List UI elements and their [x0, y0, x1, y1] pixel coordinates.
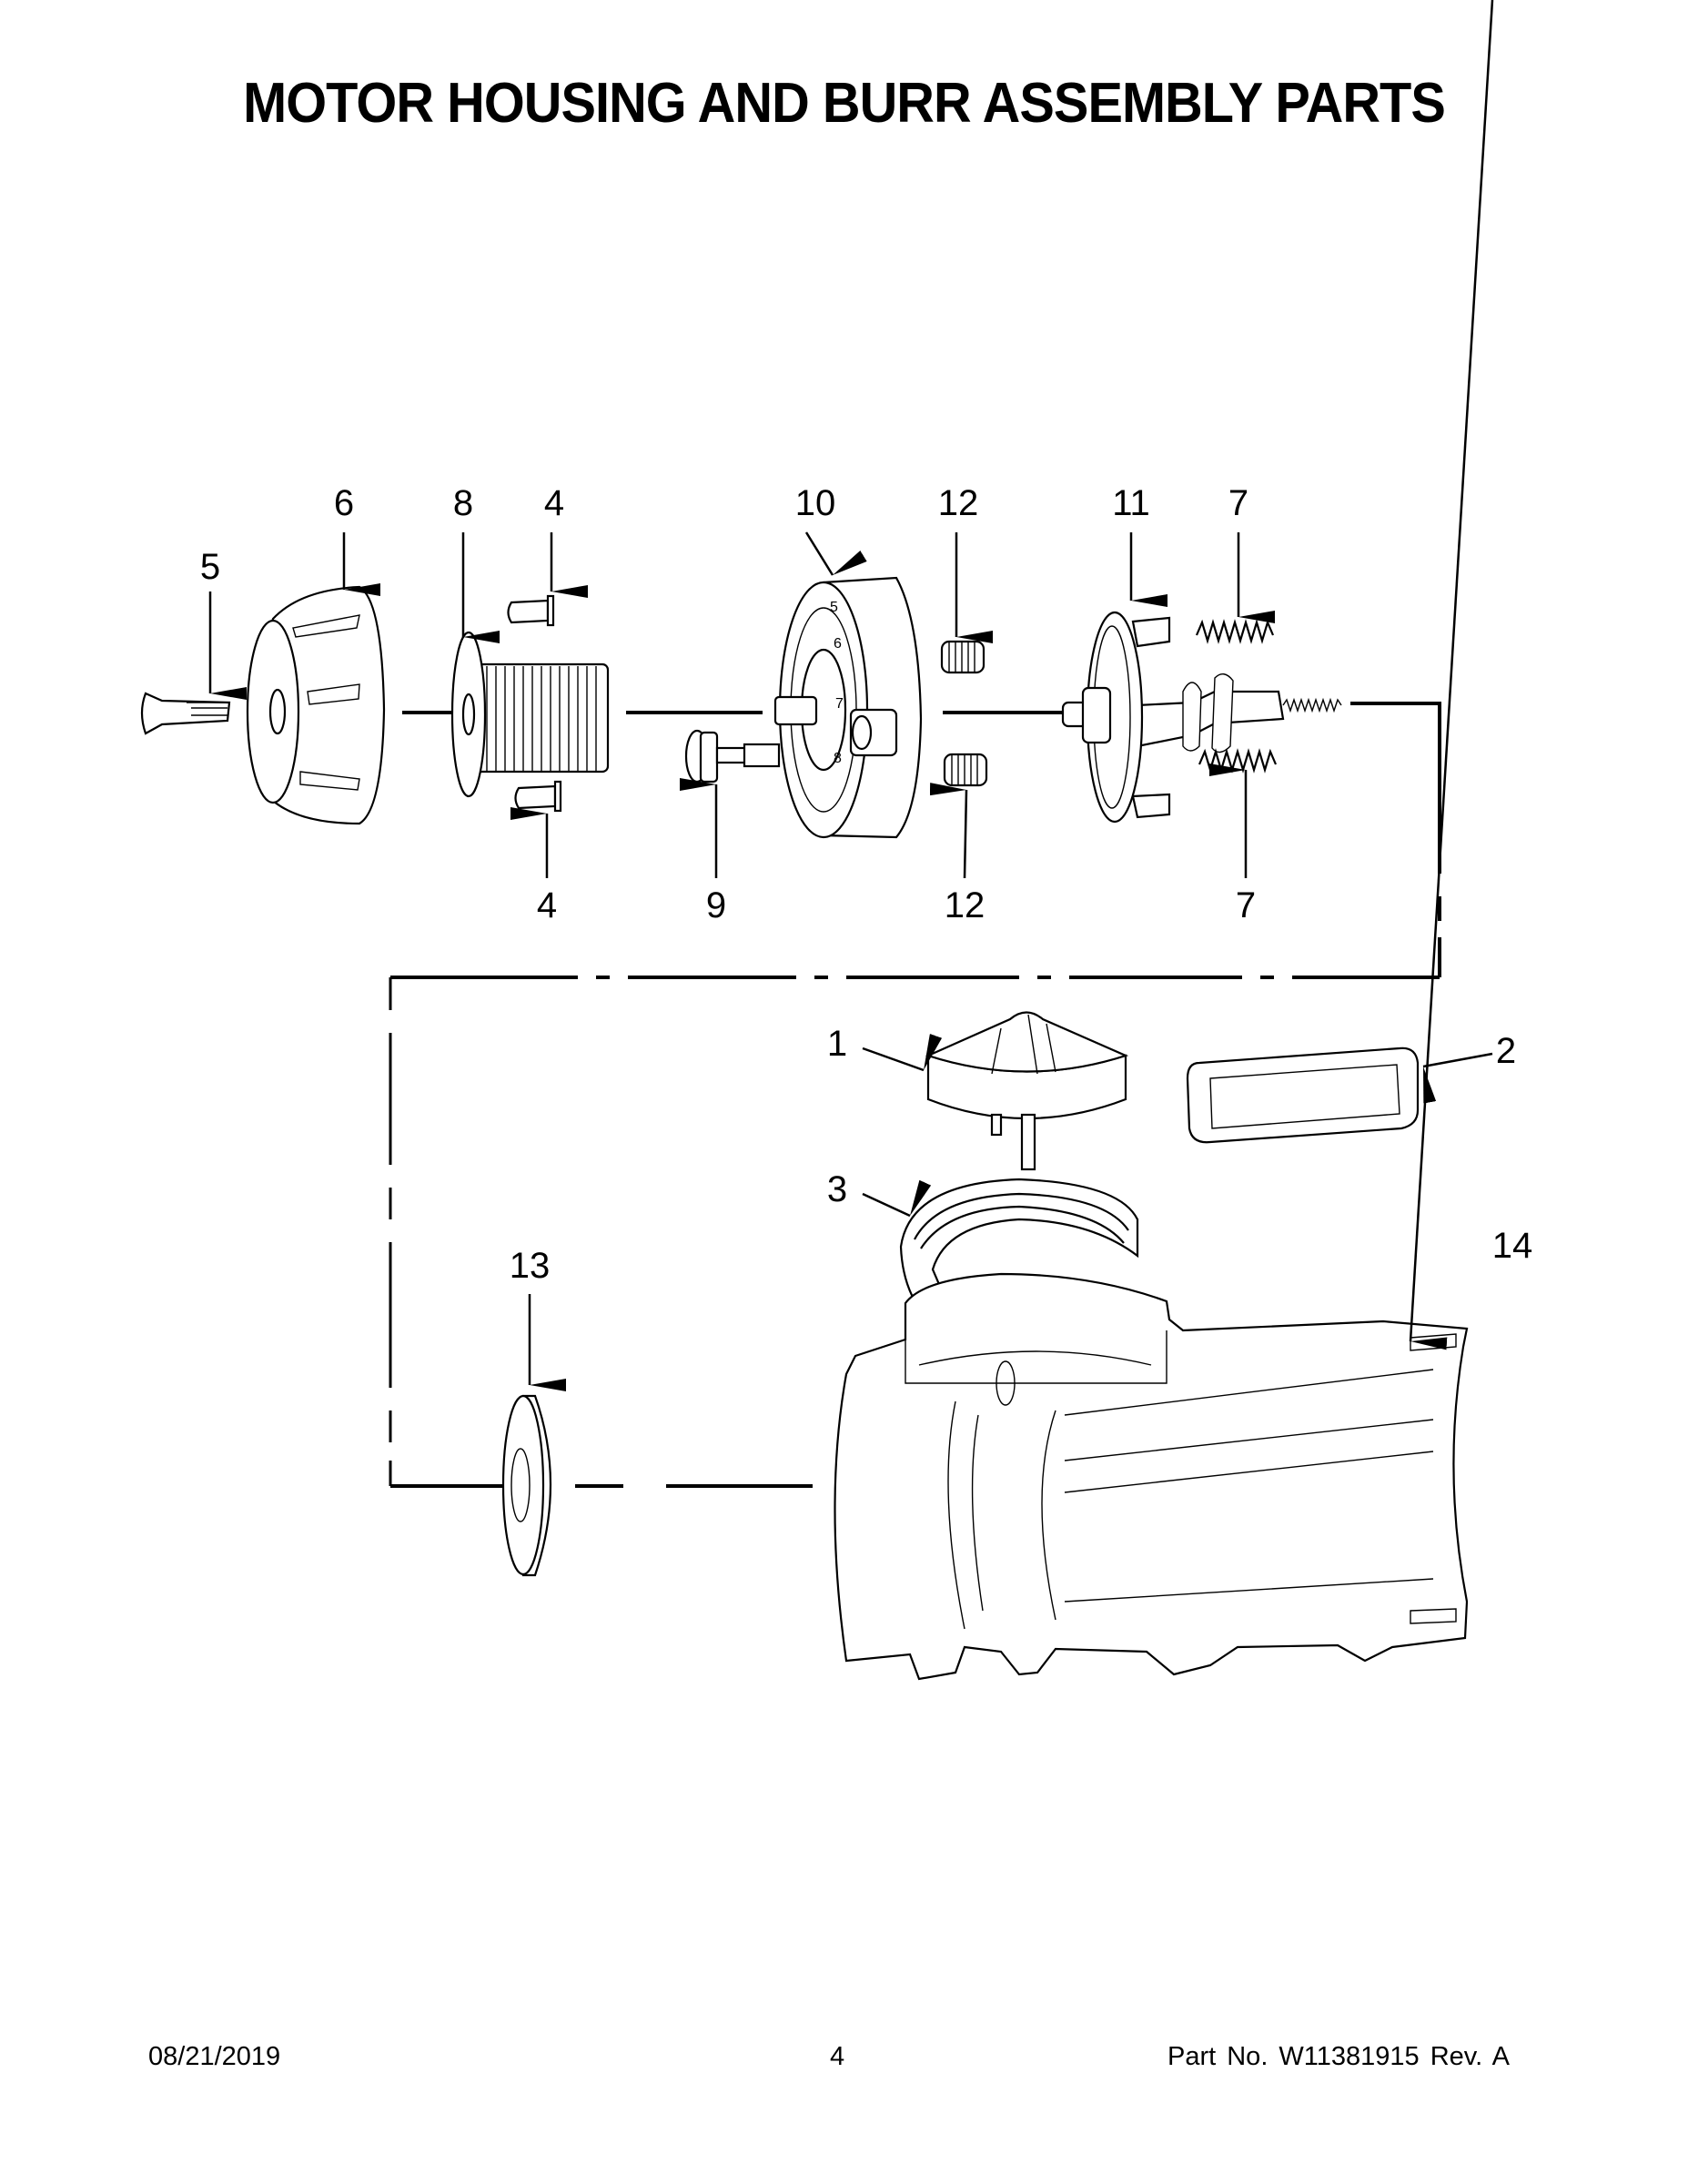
part-14-motor-housing[interactable]: [834, 1272, 1469, 1681]
footer-date: 08/21/2019: [148, 2042, 281, 2071]
callout-labels: 5 6 8 4 10 12 11 7 4 9 12 7 1 2 3 13 14: [200, 483, 1532, 1286]
part-8-threaded-adjuster[interactable]: [450, 631, 610, 798]
part-9-thumb-screw[interactable]: [684, 729, 781, 784]
callout-12-upper: 12: [938, 483, 979, 523]
part-7-spring-upper[interactable]: [1195, 619, 1275, 644]
callout-11: 11: [1112, 483, 1150, 523]
part-4-pin-lower[interactable]: [514, 780, 562, 813]
footer-page-number: 4: [830, 2042, 845, 2071]
part-11-burr-carrier[interactable]: [1061, 611, 1342, 824]
dial-number-6: 6: [834, 636, 842, 652]
part-5-screw[interactable]: [140, 692, 231, 735]
part-10-grind-dial[interactable]: 5 6 7 8: [773, 576, 923, 839]
callout-7-upper: 7: [1228, 483, 1248, 523]
part-7-spring-lower[interactable]: [1198, 748, 1278, 774]
callout-5: 5: [200, 547, 220, 587]
callout-14: 14: [1492, 1226, 1533, 1266]
callout-6: 6: [334, 483, 354, 523]
dial-number-8: 8: [834, 751, 842, 766]
part-6-adjustment-knob[interactable]: [246, 585, 386, 825]
part-1-burr[interactable]: [925, 1011, 1129, 1171]
callout-arrows: [208, 0, 1494, 1391]
callout-7-lower: 7: [1236, 885, 1256, 925]
callout-9: 9: [706, 885, 726, 925]
assembly-axis-lines: [250, 702, 1441, 1488]
part-12-set-screw-upper[interactable]: [940, 640, 986, 674]
part-4-pin-upper[interactable]: [507, 594, 555, 627]
callout-13: 13: [510, 1246, 551, 1286]
page-title: MOTOR HOUSING AND BURR ASSEMBLY PARTS: [243, 72, 1446, 135]
callout-2: 2: [1496, 1031, 1516, 1071]
callout-4-upper: 4: [544, 483, 564, 523]
part-12-set-screw-lower[interactable]: [943, 753, 988, 787]
footer-part-number: Part No. W11381915 Rev. A: [1167, 2042, 1511, 2071]
callout-10: 10: [795, 483, 836, 523]
callout-12-lower: 12: [945, 885, 986, 925]
callout-3: 3: [827, 1169, 847, 1209]
callout-1: 1: [827, 1024, 847, 1064]
dial-number-5: 5: [830, 600, 838, 615]
part-13-disc[interactable]: [501, 1394, 552, 1577]
callout-8: 8: [453, 483, 473, 523]
dial-number-7: 7: [835, 696, 844, 712]
part-2-pad[interactable]: [1186, 1046, 1420, 1144]
callout-4-lower: 4: [537, 885, 557, 925]
